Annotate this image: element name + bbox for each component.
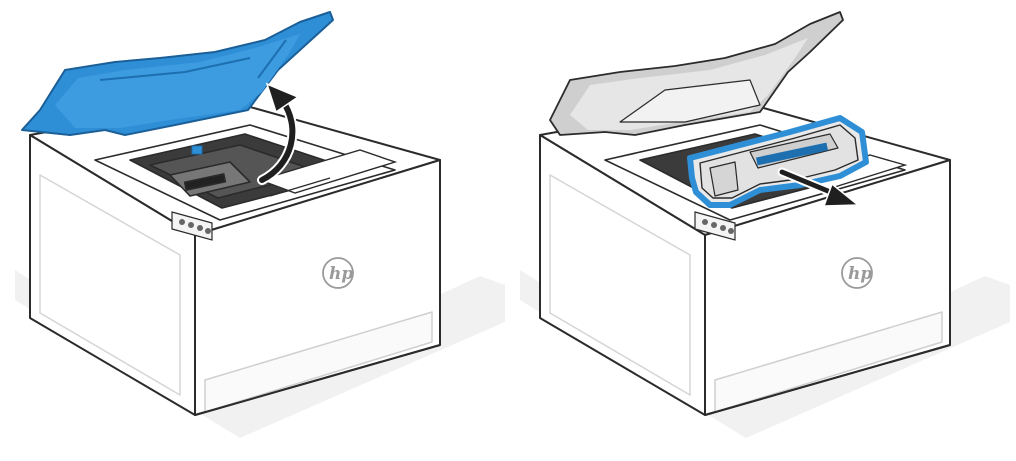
printer-remove-cartridge-illustration: hp [520, 11, 1010, 438]
top-paper-guide [257, 149, 398, 197]
straight-out-arrow-icon [777, 167, 861, 207]
hp-logo: hp [322, 257, 354, 289]
control-panel [694, 211, 736, 241]
svg-text:hp: hp [329, 264, 353, 284]
hp-logo: hp [841, 257, 873, 289]
panel-open-cover: hp [15, 11, 505, 438]
control-panel [171, 211, 213, 241]
svg-text:hp: hp [848, 264, 872, 284]
output-tray [94, 124, 396, 221]
top-cover [549, 11, 844, 136]
printer-open-cover-illustration: hp [15, 11, 505, 438]
toner-cartridge-highlight [687, 115, 869, 208]
top-cover-highlight [21, 11, 334, 136]
panel-remove-cartridge: hp [510, 0, 1016, 461]
curved-up-arrow-icon [257, 82, 300, 185]
